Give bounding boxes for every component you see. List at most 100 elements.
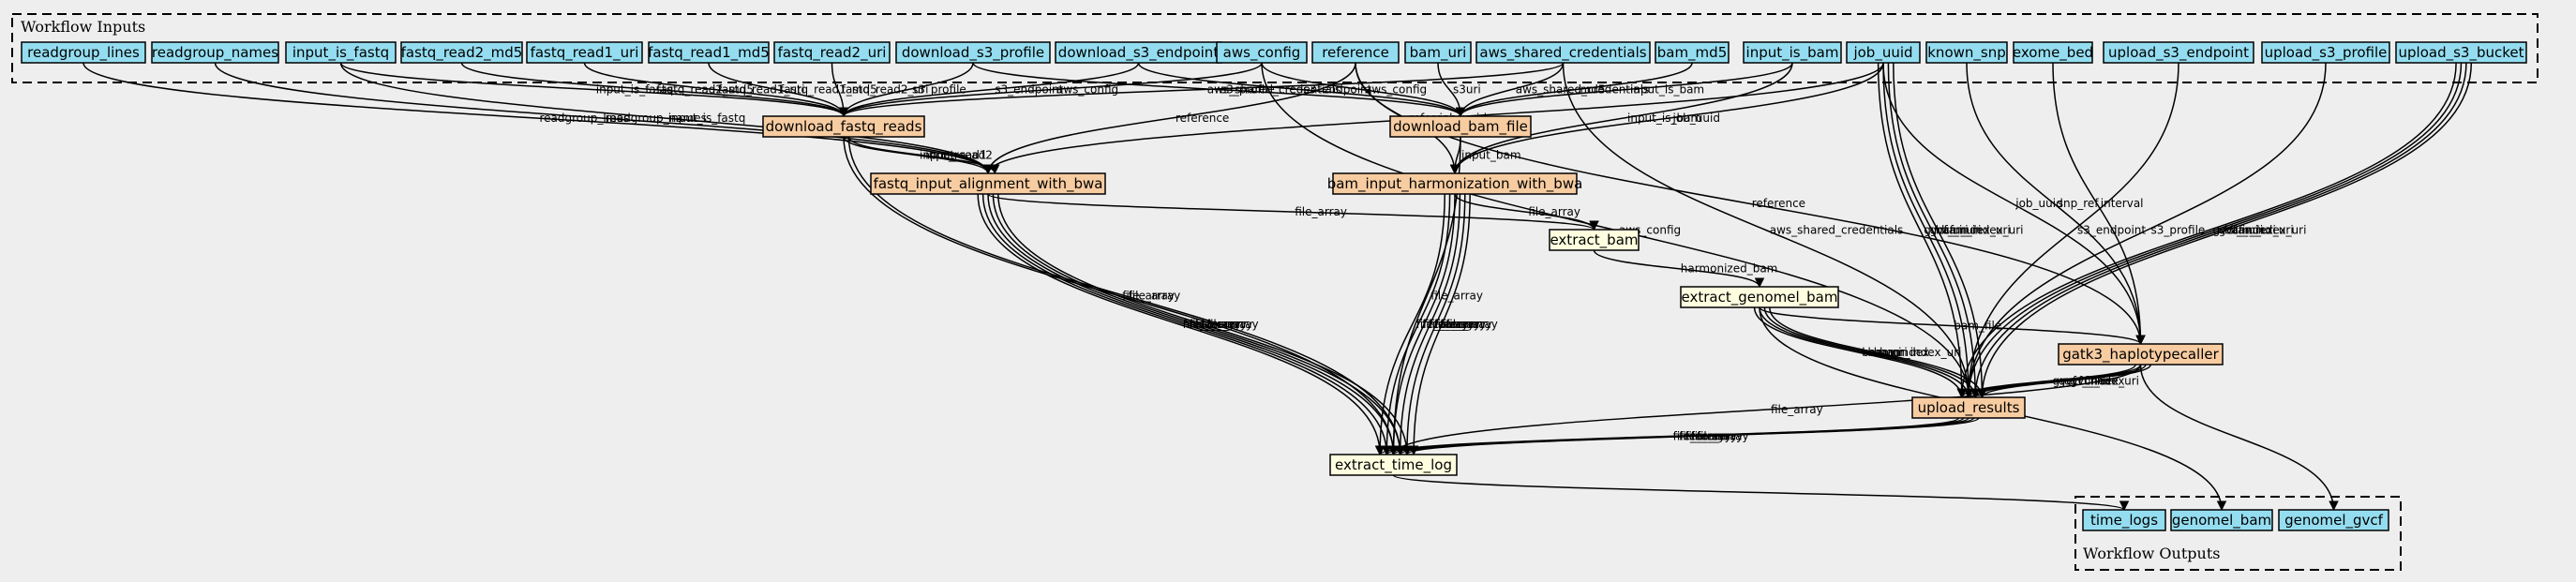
node-aws_config: aws_config bbox=[1216, 41, 1308, 64]
node-readgroup_lines: readgroup_lines bbox=[21, 41, 146, 64]
edge-label: input_bam bbox=[1461, 149, 1521, 162]
edge-label: file_array bbox=[1183, 318, 1236, 331]
workflow-inputs-label: Workflow Inputs bbox=[21, 18, 145, 36]
node-label: upload_s3_bucket bbox=[2399, 44, 2524, 62]
edge-fastq_read1_md5-to-download_fastq_reads bbox=[708, 62, 849, 118]
edge-label: bam_index_uri bbox=[1880, 346, 1961, 359]
edge-job_uuid-to-upload_results bbox=[1877, 62, 1968, 399]
node-download_s3_endpoint: download_s3_endpoint bbox=[1055, 41, 1222, 64]
edge-label: fastq_read1_md5 bbox=[780, 83, 877, 97]
node-label: bam_uri bbox=[1410, 44, 1467, 62]
edge-fastq_input_alignment_with_bwa-to-extract_time_log bbox=[977, 193, 1385, 456]
edge-label: s3_endpoint bbox=[995, 83, 1063, 97]
node-extract_time_log: extract_time_log bbox=[1329, 454, 1458, 476]
node-extract_genomel_bam: extract_genomel_bam bbox=[1680, 286, 1839, 308]
edge-extract_time_log-to-time_logs bbox=[1392, 474, 2129, 512]
node-box bbox=[21, 41, 146, 64]
node-fastq_read2_md5: fastq_read2_md5 bbox=[400, 41, 523, 64]
edge-readgroup_names-to-fastq_input_alignment_with_bwa bbox=[214, 62, 994, 175]
node-job_uuid: job_uuid bbox=[1846, 41, 1921, 64]
edge-label: aws_config bbox=[1365, 83, 1427, 97]
node-box bbox=[648, 41, 770, 64]
node-exome_bed: exome_bed bbox=[2013, 41, 2093, 64]
node-box bbox=[285, 41, 397, 64]
node-label: known_snp bbox=[1927, 44, 2006, 62]
edge-input_is_fastq-to-download_fastq_reads bbox=[339, 62, 849, 118]
edge-upload_s3_bucket-to-upload_results bbox=[1956, 62, 2457, 399]
node-box bbox=[1389, 115, 1532, 138]
node-box bbox=[1404, 41, 1472, 64]
node-bam_input_harmonization_with_bwa: bam_input_harmonization_with_bwa bbox=[1327, 172, 1583, 195]
node-box bbox=[773, 41, 891, 64]
node-label: download_s3_profile bbox=[902, 44, 1044, 62]
edge-label: bam_index bbox=[1868, 346, 1930, 359]
node-reference: reference bbox=[1311, 41, 1400, 64]
node-aws_shared_credentials: aws_shared_credentials bbox=[1475, 41, 1651, 64]
node-box bbox=[526, 41, 643, 64]
node-label: fastq_read2_uri bbox=[778, 44, 887, 62]
node-box bbox=[1332, 172, 1578, 195]
edge-label: file_array bbox=[1440, 318, 1492, 331]
node-label: extract_time_log bbox=[1335, 456, 1452, 474]
edge-label: input_is_fastq bbox=[596, 83, 674, 97]
nodes-layer: readgroup_lines readgroup_names input_is_f… bbox=[21, 41, 2527, 531]
node-time_logs: time_logs bbox=[2082, 509, 2166, 531]
node-fastq_input_alignment_with_bwa: fastq_input_alignment_with_bwa bbox=[870, 172, 1106, 195]
workflow-inputs-cluster bbox=[11, 13, 2539, 83]
node-input_is_fastq: input_is_fastq bbox=[285, 41, 397, 64]
edge-label: gvcf_index_uri bbox=[1930, 224, 2011, 237]
edge-label: fastq_read1_uri bbox=[718, 83, 805, 97]
edge-aws_config-to-download_fastq_reads bbox=[838, 62, 1263, 118]
edge-labels-layer: readgroup_linesreadgroup_namesinput_is_f… bbox=[540, 83, 2307, 443]
edge-bam_input_harmonization_with_bwa-to-extract_time_log bbox=[1388, 193, 1456, 456]
node-label: aws_config bbox=[1223, 44, 1301, 62]
node-box bbox=[895, 41, 1051, 64]
edge-label: file_array bbox=[1416, 318, 1469, 331]
node-label: fastq_read1_uri bbox=[531, 44, 639, 62]
edge-label: gvcf_uri bbox=[2219, 224, 2263, 237]
edge-download_fastq_reads-to-fastq_input_alignment_with_bwa bbox=[843, 136, 994, 175]
node-box bbox=[2278, 509, 2389, 531]
node-box bbox=[1216, 41, 1308, 64]
edge-label: bam_index_uri bbox=[1941, 224, 2023, 237]
edge-bam_input_harmonization_with_bwa-to-extract_time_log bbox=[1395, 193, 1461, 456]
node-box bbox=[1311, 41, 1400, 64]
edge-download_s3_endpoint-to-download_bam_file bbox=[1137, 62, 1466, 118]
edge-upload_s3_bucket-to-upload_results bbox=[1963, 62, 2463, 399]
edge-label: file_array bbox=[1295, 205, 1347, 218]
node-label: readgroup_names bbox=[152, 44, 278, 62]
node-genomel_bam: genomel_bam bbox=[2170, 509, 2273, 531]
edge-download_fastq_reads-to-fastq_input_alignment_with_bwa bbox=[847, 136, 1000, 175]
node-box bbox=[1911, 396, 2026, 419]
edge-label: reference bbox=[1176, 112, 1229, 125]
edge-label: s3_profile bbox=[912, 83, 966, 97]
node-label: aws_shared_credentials bbox=[1479, 44, 1646, 62]
edge-fastq_input_alignment_with_bwa-to-extract_time_log bbox=[997, 193, 1413, 456]
edge-label: aws_shared_credentials bbox=[1516, 83, 1650, 97]
edge-job_uuid-to-upload_results bbox=[1882, 62, 1974, 399]
edge-extract_genomel_bam-to-upload_results bbox=[1763, 306, 1981, 399]
node-label: bam_md5 bbox=[1657, 44, 1728, 62]
edge-label: gvcf_uri bbox=[2070, 375, 2114, 388]
node-label: reference bbox=[1322, 44, 1389, 61]
node-fastq_read1_uri: fastq_read1_uri bbox=[526, 41, 643, 64]
node-box bbox=[762, 115, 925, 138]
edge-label: md5 bbox=[1580, 83, 1606, 97]
edge-download_s3_profile-to-download_fastq_reads bbox=[838, 62, 974, 118]
edge-gatk3_haplotypecaller-to-upload_results bbox=[1977, 364, 2152, 399]
node-label: upload_s3_endpoint bbox=[2108, 44, 2249, 62]
edge-label: snp_ref bbox=[2058, 197, 2100, 210]
node-upload_s3_profile: upload_s3_profile bbox=[2261, 41, 2390, 64]
node-label: upload_s3_profile bbox=[2265, 44, 2388, 62]
edge-label: file_array bbox=[1129, 290, 1181, 303]
node-box bbox=[1329, 454, 1458, 476]
node-label: input_is_bam bbox=[1746, 44, 1839, 62]
edge-bam_md5-to-download_bam_file bbox=[1455, 62, 1693, 118]
node-box bbox=[2013, 41, 2093, 64]
node-label: bam_input_harmonization_with_bwa bbox=[1327, 175, 1583, 193]
edge-extract_genomel_bam-to-upload_results bbox=[1769, 306, 1987, 399]
edge-label: gvcf_uri bbox=[1924, 224, 1968, 237]
edge-label: reference bbox=[1752, 197, 1805, 210]
edge-fastq_read1_uri-to-download_fastq_reads bbox=[583, 62, 849, 118]
edge-label: input_is_fastq bbox=[668, 112, 746, 125]
